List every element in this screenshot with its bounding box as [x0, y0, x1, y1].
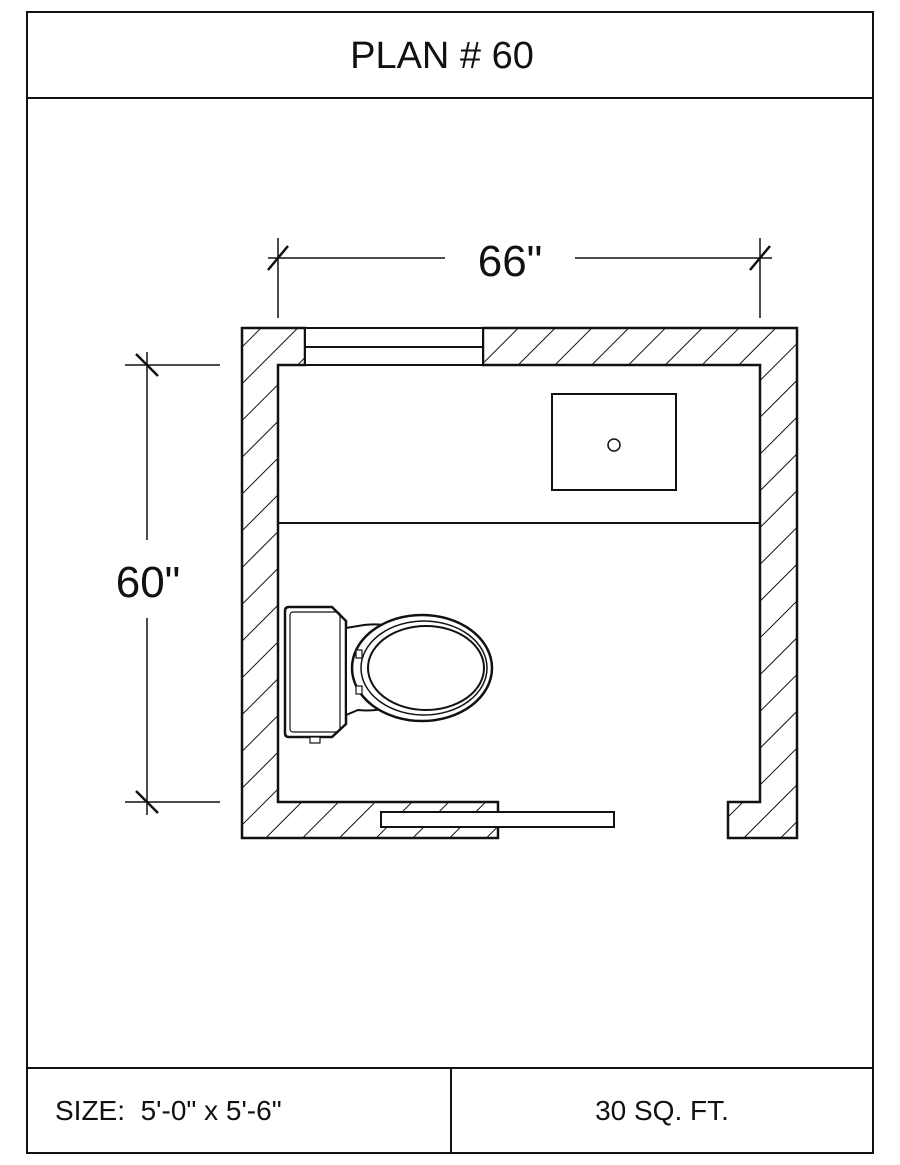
window	[304, 327, 484, 366]
width-dimension	[267, 238, 772, 318]
wall-left-top-bottom	[240, 326, 500, 840]
height-label: 60"	[116, 558, 181, 607]
toilet-tank	[283, 605, 348, 739]
walls	[240, 326, 799, 840]
area-label: 30 SQ. FT.	[595, 1095, 729, 1126]
width-label: 66"	[478, 237, 543, 286]
sink-drain	[607, 438, 621, 452]
toilet	[283, 605, 494, 744]
size-label: SIZE: 5'-0" x 5'-6"	[55, 1095, 282, 1126]
wall-top-right	[481, 326, 799, 840]
pocket-door	[380, 811, 615, 828]
height-dimension	[125, 352, 220, 815]
plan-title: PLAN # 60	[350, 35, 534, 77]
